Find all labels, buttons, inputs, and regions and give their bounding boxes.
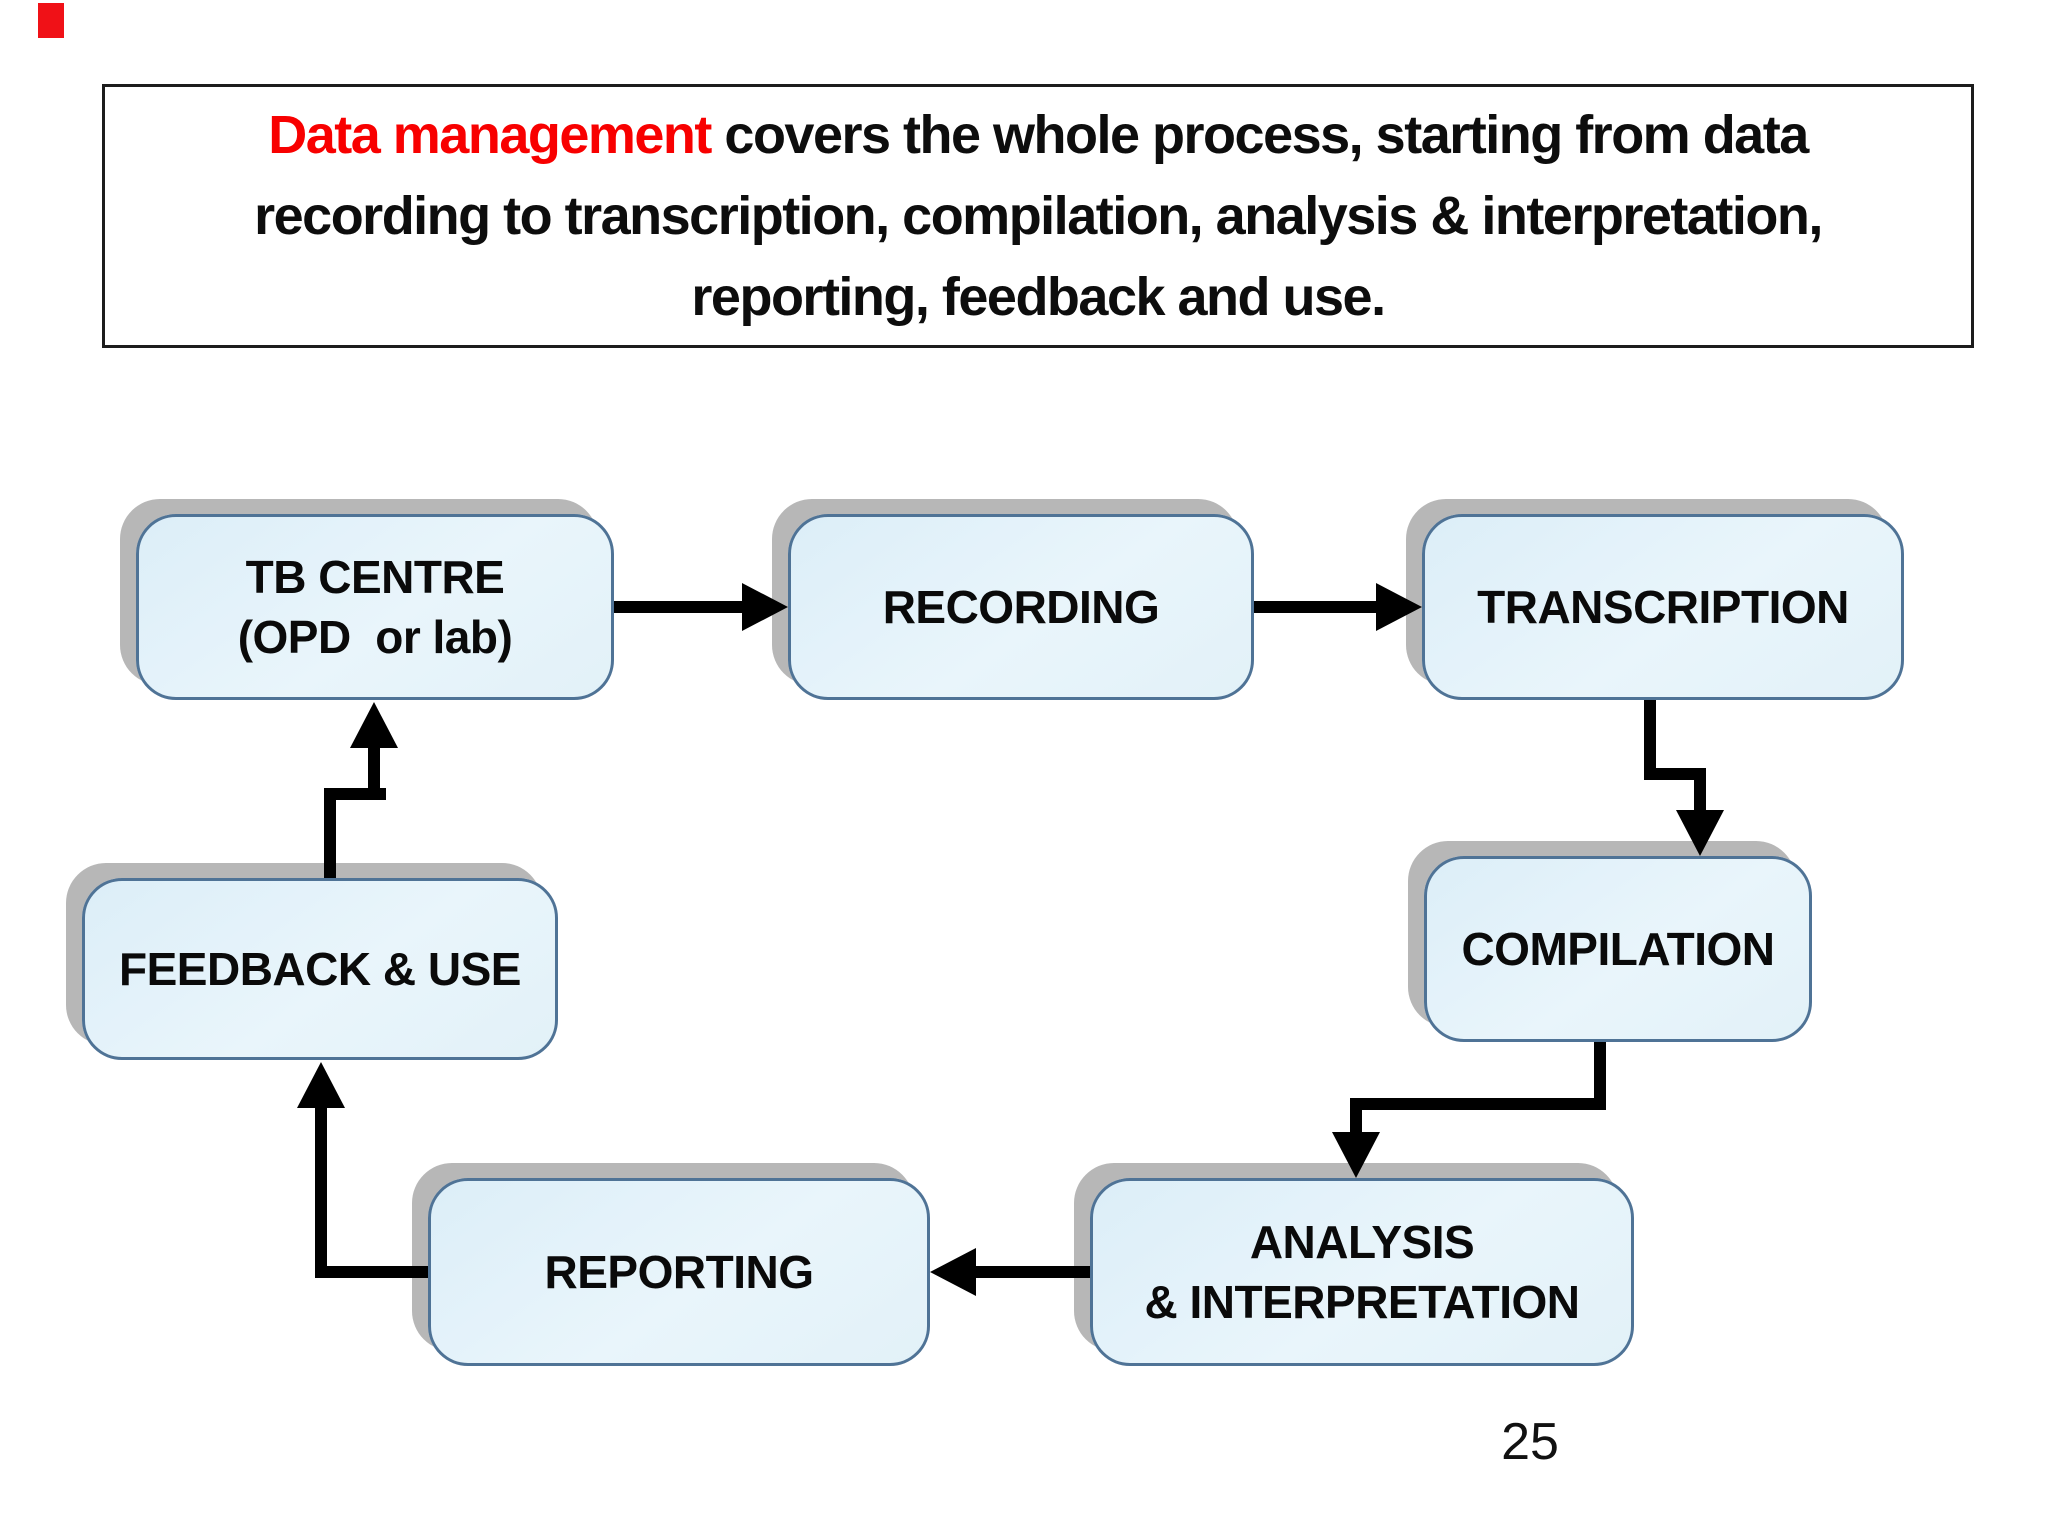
arrow-analysis-to-reporting-line [972, 1266, 1090, 1278]
node-reporting-label: REPORTING [544, 1246, 814, 1298]
node-transcription: TRANSCRIPTION [1422, 514, 1904, 700]
arrow-reporting-to-feedback-seg1 [320, 1266, 428, 1278]
node-compilation: COMPILATION [1424, 856, 1812, 1042]
title-line-1: Data management covers the whole process… [105, 95, 1971, 176]
node-feedback-use: FEEDBACK & USE [82, 878, 558, 1060]
arrow-feedback-to-tbcentre-seg3 [368, 744, 380, 800]
node-analysis-line1: ANALYSIS [1249, 1216, 1475, 1268]
arrow-tbcentre-to-recording-line [614, 601, 746, 613]
title-line-1-rest: covers the whole process, starting from … [710, 104, 1809, 165]
arrow-recording-to-transcription-head-icon [1376, 583, 1422, 631]
title-line-2: recording to transcription, compilation,… [254, 185, 1823, 246]
arrow-feedback-to-tbcentre-head-icon [350, 702, 398, 748]
red-marker [38, 3, 64, 38]
node-recording: RECORDING [788, 514, 1254, 700]
node-tb-centre: TB CENTRE (OPD or lab) [136, 514, 614, 700]
node-tb-centre-line2: (OPD or lab) [237, 611, 513, 663]
title-line-3: reporting, feedback and use. [691, 266, 1386, 327]
title-box: Data management covers the whole process… [102, 84, 1974, 348]
node-reporting: REPORTING [428, 1178, 930, 1366]
node-compilation-label: COMPILATION [1461, 923, 1775, 975]
arrow-transcription-to-compilation-seg2 [1644, 768, 1706, 780]
arrow-reporting-to-feedback-head-icon [297, 1062, 345, 1108]
node-analysis-line2: & INTERPRETATION [1144, 1276, 1580, 1328]
arrow-compilation-to-analysis-seg1 [1594, 1042, 1606, 1110]
title-highlight: Data management [268, 104, 712, 165]
arrow-compilation-to-analysis-seg2 [1350, 1098, 1606, 1110]
arrow-transcription-to-compilation-head-icon [1676, 810, 1724, 856]
node-transcription-label: TRANSCRIPTION [1477, 581, 1849, 633]
arrow-analysis-to-reporting-head-icon [930, 1248, 976, 1296]
arrow-tbcentre-to-recording-head-icon [742, 583, 788, 631]
node-analysis-interpretation: ANALYSIS & INTERPRETATION [1090, 1178, 1634, 1366]
arrow-feedback-to-tbcentre-seg1 [324, 788, 336, 878]
arrow-compilation-to-analysis-seg3 [1350, 1098, 1362, 1138]
node-recording-label: RECORDING [882, 581, 1160, 633]
node-feedback-use-label: FEEDBACK & USE [119, 943, 521, 995]
arrow-recording-to-transcription-line [1254, 601, 1380, 613]
page-number: 25 [1501, 1413, 1559, 1471]
arrow-compilation-to-analysis-head-icon [1332, 1132, 1380, 1178]
node-tb-centre-line1: TB CENTRE [245, 551, 505, 603]
arrow-reporting-to-feedback-seg2 [315, 1102, 327, 1278]
arrow-transcription-to-compilation-seg1 [1644, 700, 1656, 780]
arrow-transcription-to-compilation-seg3 [1694, 768, 1706, 816]
